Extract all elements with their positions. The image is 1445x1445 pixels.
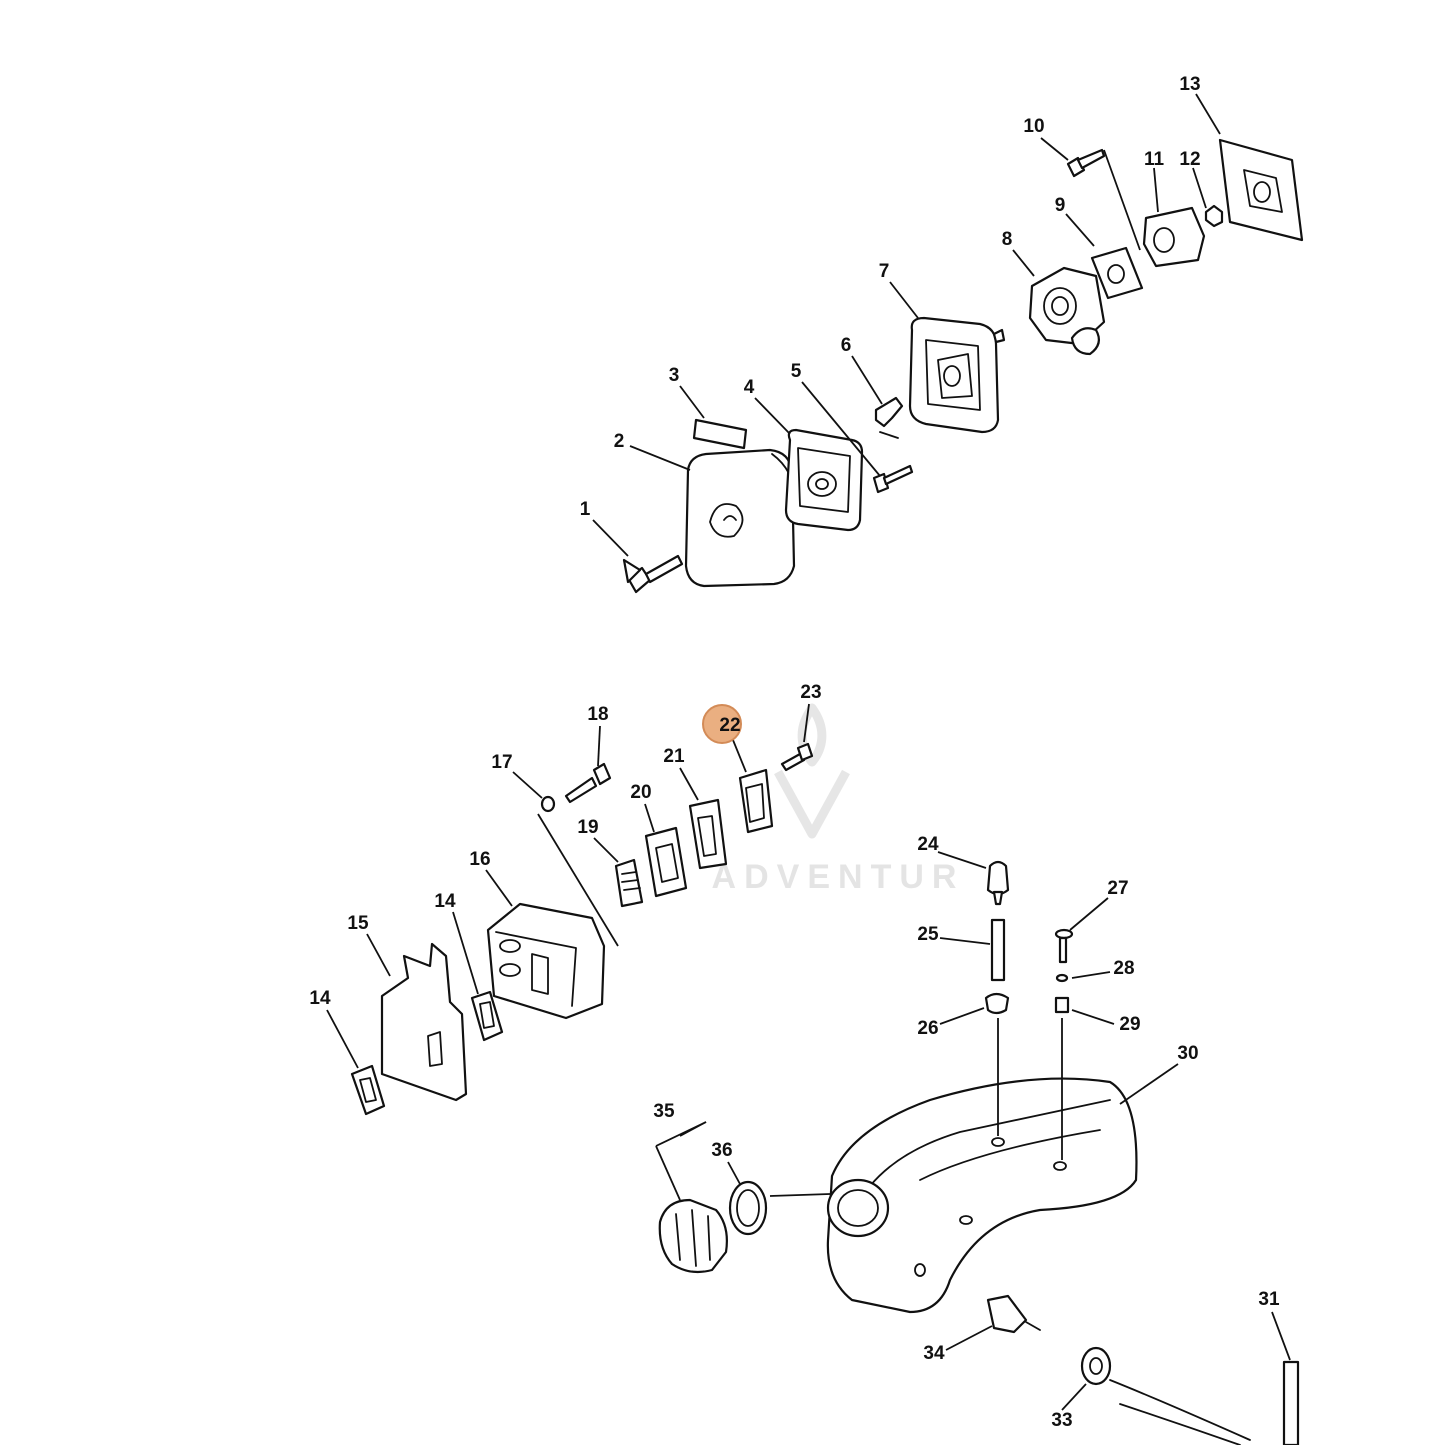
callout-14a[interactable]: 14 [309, 988, 331, 1009]
callout-30[interactable]: 30 [1177, 1043, 1198, 1064]
callout-labels: 1 2 3 4 5 6 7 8 9 10 11 12 13 14 14 15 1… [309, 74, 1280, 1431]
callout-24[interactable]: 24 [917, 834, 939, 855]
callout-12[interactable]: 12 [1179, 149, 1200, 170]
part-11-insulator [1142, 206, 1206, 268]
part-13-gasket [1218, 138, 1304, 242]
part-5-screw [872, 464, 914, 494]
part-31-fuel-line [1282, 1360, 1300, 1445]
callout-5[interactable]: 5 [791, 361, 802, 382]
callout-9[interactable]: 9 [1055, 195, 1066, 216]
part-27-screw [1054, 928, 1074, 964]
part-9-carburetor-gasket [1090, 246, 1144, 300]
part-34-fuel-filter [986, 1294, 1041, 1334]
callout-25[interactable]: 25 [917, 924, 939, 945]
callout-22[interactable]: 22 [719, 715, 740, 736]
callout-18[interactable]: 18 [587, 704, 608, 725]
callout-8[interactable]: 8 [1002, 229, 1013, 250]
callout-29[interactable]: 29 [1119, 1014, 1140, 1035]
part-36-o-ring [728, 1180, 831, 1236]
callout-3[interactable]: 3 [669, 365, 680, 386]
part-19-spark-screen [614, 858, 644, 908]
part-7-air-filter-base [908, 316, 1006, 434]
callout-26[interactable]: 26 [917, 1018, 938, 1039]
part-16-muffler [486, 813, 619, 1020]
part-3-gasket [692, 418, 748, 450]
part-24-cap [986, 860, 1010, 906]
part-14a-gasket [350, 1064, 386, 1116]
callout-31[interactable]: 31 [1258, 1289, 1280, 1310]
callout-28[interactable]: 28 [1113, 958, 1134, 979]
callout-15[interactable]: 15 [347, 913, 369, 934]
callout-36[interactable]: 36 [711, 1140, 732, 1161]
callout-6[interactable]: 6 [841, 335, 852, 356]
callout-7[interactable]: 7 [879, 261, 890, 282]
callout-21[interactable]: 21 [663, 746, 685, 767]
callout-13[interactable]: 13 [1179, 74, 1200, 95]
part-12-nut [1204, 204, 1224, 228]
part-14b-gasket [470, 990, 504, 1042]
callout-33[interactable]: 33 [1051, 1410, 1072, 1431]
callout-11[interactable]: 11 [1144, 149, 1165, 170]
part-15-muffler-cover [380, 942, 468, 1102]
highlight-marker-22 [702, 704, 742, 744]
callout-16[interactable]: 16 [469, 849, 490, 870]
part-22-exhaust-cover [738, 768, 774, 834]
part-35-fuel-cap [658, 1198, 728, 1274]
part-23-screw [780, 742, 814, 772]
callout-20[interactable]: 20 [630, 782, 651, 803]
callout-27[interactable]: 27 [1107, 878, 1128, 899]
callout-10[interactable]: 10 [1023, 116, 1044, 137]
part-2-air-filter-cover [684, 448, 797, 588]
watermark: ADVENTUR [712, 703, 965, 896]
part-1-wing-bolt [622, 554, 684, 594]
part-18-bolt [564, 762, 612, 804]
callout-1[interactable]: 1 [580, 499, 591, 520]
part-10-bolt [1066, 148, 1141, 251]
callout-4[interactable]: 4 [744, 377, 755, 398]
part-8-carburetor [1028, 266, 1106, 356]
part-17-washer [540, 795, 556, 813]
callout-14b[interactable]: 14 [434, 891, 456, 912]
callout-17[interactable]: 17 [491, 752, 512, 773]
leader-lines [326, 93, 1291, 1411]
part-25-pin [990, 918, 1006, 982]
part-29-collar [1054, 996, 1070, 1014]
part-20-gasket [644, 826, 688, 898]
part-6-bracket [874, 396, 904, 439]
callout-19[interactable]: 19 [577, 817, 598, 838]
callout-34[interactable]: 34 [923, 1343, 945, 1364]
callout-2[interactable]: 2 [614, 431, 625, 452]
watermark-text: ADVENTUR [712, 858, 965, 896]
part-33-grommet [1080, 1346, 1251, 1445]
part-28-washer [1055, 973, 1069, 983]
callout-23[interactable]: 23 [800, 682, 821, 703]
part-26-grommet [984, 992, 1010, 1015]
part-21-exhaust-plate [688, 798, 728, 870]
callout-35[interactable]: 35 [653, 1101, 675, 1122]
part-4-air-filter-element [784, 428, 864, 532]
part-30-fuel-tank [826, 1018, 1138, 1314]
